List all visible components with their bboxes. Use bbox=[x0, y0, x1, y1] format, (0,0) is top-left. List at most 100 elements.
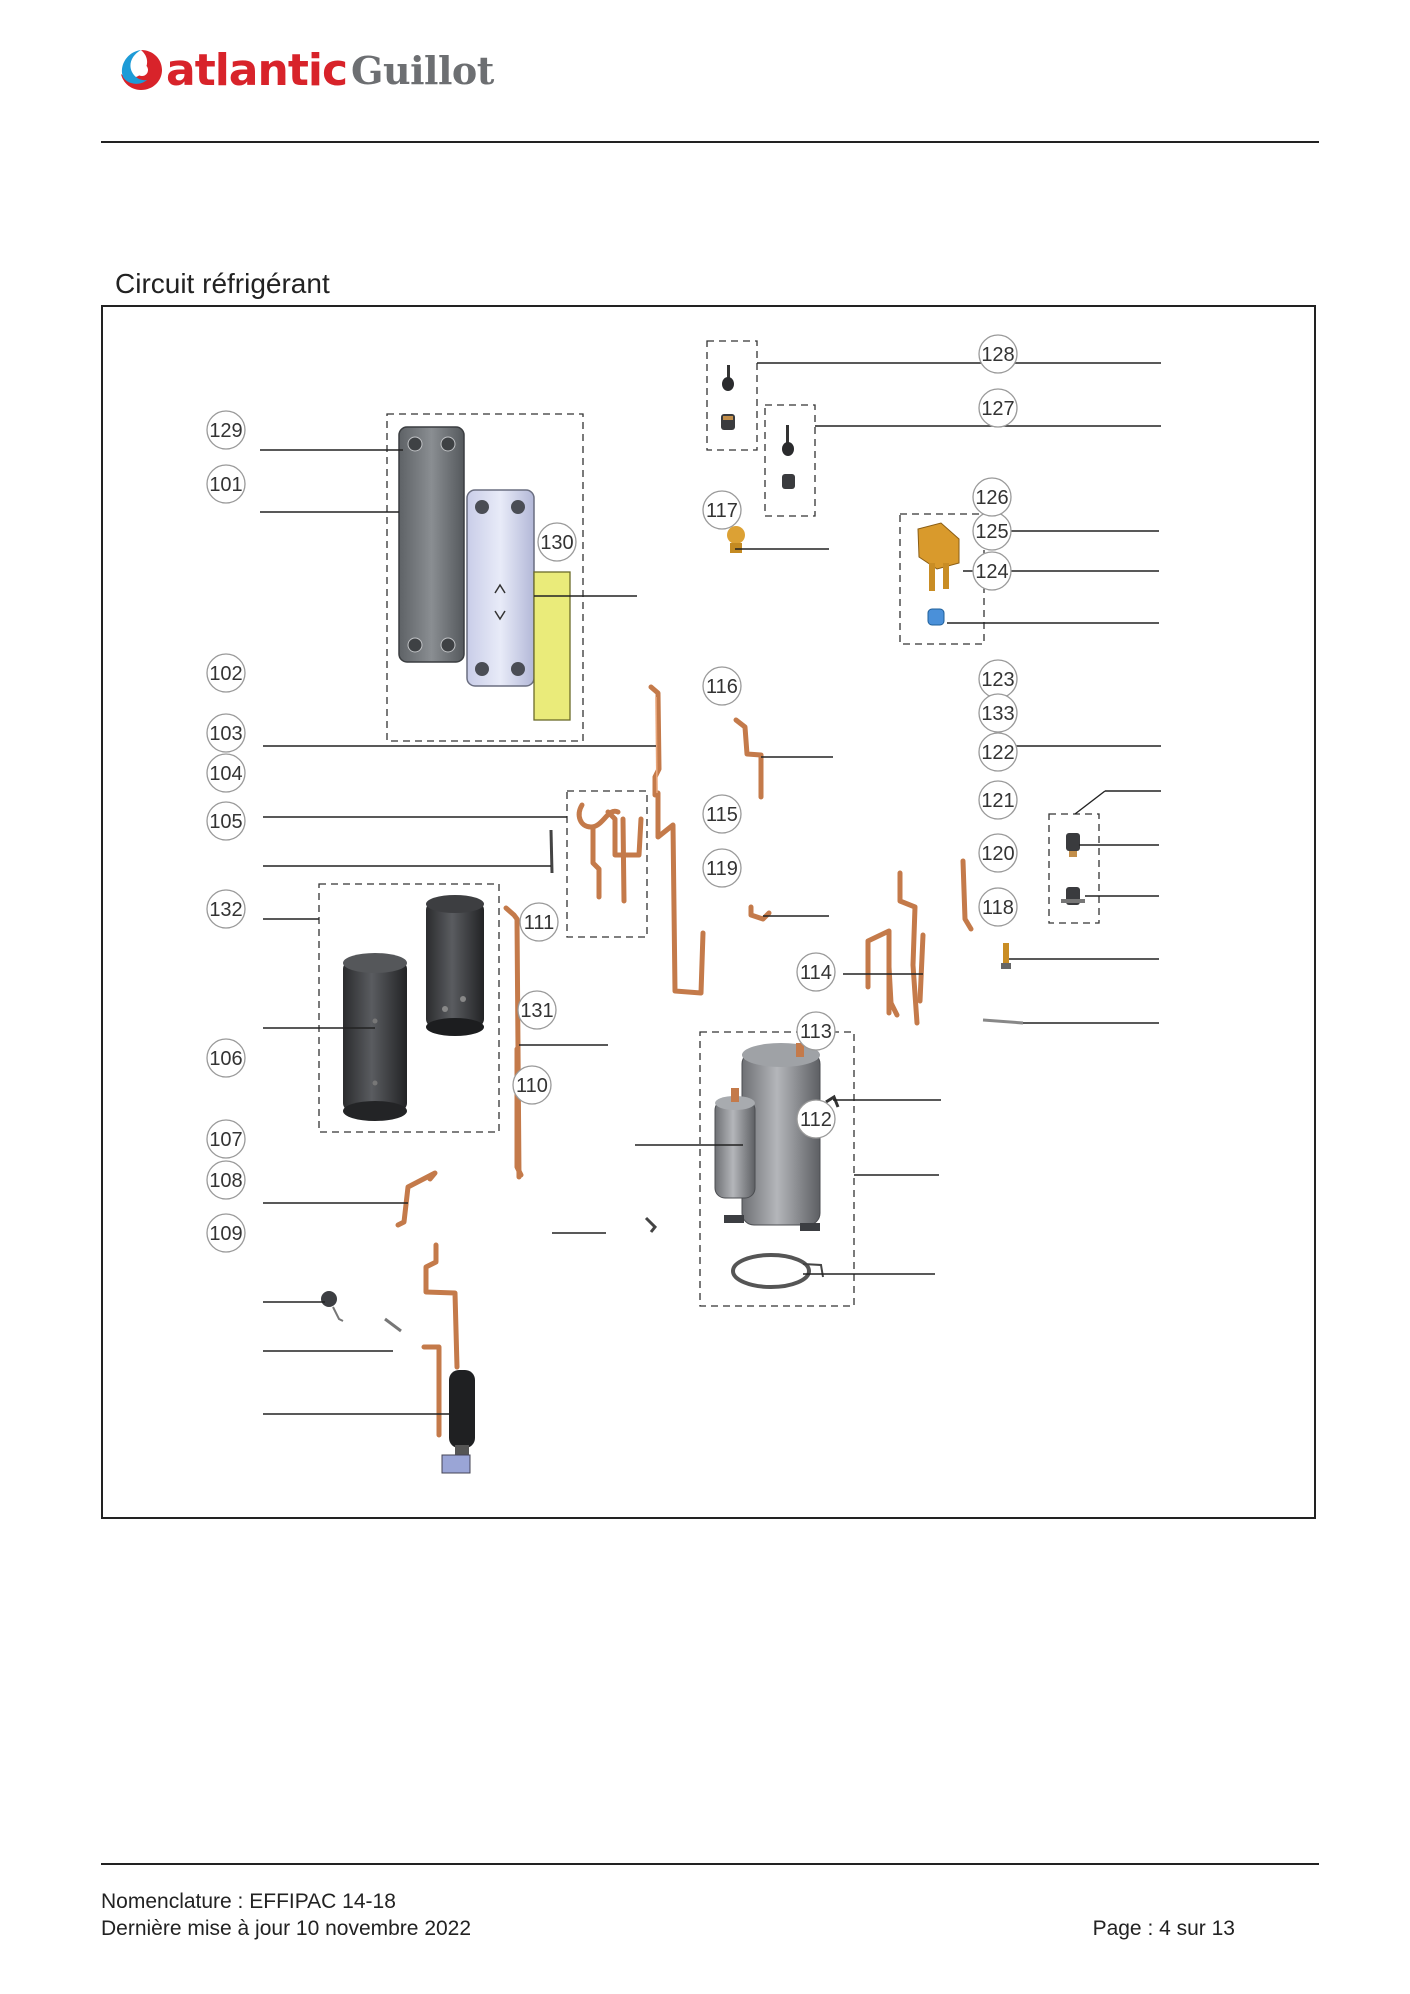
callout-102: 102 bbox=[206, 653, 246, 693]
svg-text:105: 105 bbox=[209, 811, 242, 833]
callout-108: 108 bbox=[206, 1160, 246, 1200]
callout-107: 107 bbox=[206, 1119, 246, 1159]
callout-113: 113 bbox=[796, 1011, 836, 1051]
callout-125: 125 bbox=[972, 511, 1012, 551]
group-box-compressor bbox=[699, 1031, 855, 1307]
plate-heat-exchanger-light bbox=[466, 489, 535, 687]
group-box-right-fittings bbox=[1048, 813, 1100, 924]
callout-130: 130 bbox=[537, 522, 577, 562]
callout-112: 112 bbox=[796, 1099, 836, 1139]
svg-text:109: 109 bbox=[209, 1223, 242, 1245]
svg-text:115: 115 bbox=[706, 804, 738, 826]
svg-text:110: 110 bbox=[516, 1075, 548, 1097]
compressor-fitting bbox=[825, 1094, 840, 1108]
group-box-127 bbox=[764, 404, 816, 517]
svg-text:116: 116 bbox=[706, 676, 738, 698]
section-title: Circuit réfrigérant bbox=[115, 268, 330, 299]
valve-117 bbox=[727, 526, 745, 553]
svg-text:125: 125 bbox=[975, 521, 1008, 543]
header-divider bbox=[101, 141, 1319, 143]
svg-text:113: 113 bbox=[800, 1021, 832, 1043]
callout-123: 123 bbox=[978, 659, 1018, 699]
footer-page-number: Page : 4 sur 13 bbox=[1092, 1917, 1235, 1940]
callout-119: 119 bbox=[702, 848, 742, 888]
group-box-heat-exchanger bbox=[386, 413, 584, 742]
svg-text:108: 108 bbox=[209, 1170, 242, 1192]
callout-109: 109 bbox=[206, 1213, 246, 1253]
brand-name-secondary: Guillot bbox=[351, 47, 494, 93]
logo-mark-icon bbox=[118, 47, 164, 93]
svg-text:133: 133 bbox=[981, 703, 1014, 725]
svg-text:126: 126 bbox=[975, 487, 1008, 509]
svg-text:106: 106 bbox=[209, 1048, 242, 1070]
copper-pipes bbox=[395, 684, 974, 1438]
callout-110: 110 bbox=[512, 1065, 552, 1105]
brand-name-primary: atlantic bbox=[166, 44, 348, 96]
footer-nomenclature: Nomenclature : EFFIPAC 14-18 bbox=[101, 1890, 396, 1913]
probe-small bbox=[384, 1317, 402, 1333]
svg-text:132: 132 bbox=[209, 899, 242, 921]
callout-105: 105 bbox=[206, 801, 246, 841]
svg-text:103: 103 bbox=[209, 723, 242, 745]
callout-129: 129 bbox=[206, 410, 246, 450]
svg-text:114: 114 bbox=[800, 962, 832, 984]
svg-text:117: 117 bbox=[706, 500, 738, 522]
sensor-104 bbox=[549, 829, 554, 874]
diagram-canvas: 101 102 103 104 105 106 107 108 109 110 … bbox=[206, 334, 1161, 1474]
svg-text:128: 128 bbox=[981, 344, 1014, 366]
svg-text:101: 101 bbox=[209, 474, 242, 496]
svg-text:112: 112 bbox=[800, 1109, 832, 1131]
compressor-112 bbox=[714, 1043, 821, 1231]
crankcase-heater-ring bbox=[731, 1253, 811, 1289]
svg-text:129: 129 bbox=[209, 420, 242, 442]
svg-text:120: 120 bbox=[981, 843, 1014, 865]
fitting-127 bbox=[782, 425, 795, 489]
callout-104: 104 bbox=[206, 753, 246, 793]
callout-114: 114 bbox=[796, 952, 836, 992]
svg-text:130: 130 bbox=[540, 532, 573, 554]
callout-101: 101 bbox=[206, 464, 246, 504]
callout-128: 128 bbox=[978, 334, 1018, 374]
svg-text:123: 123 bbox=[981, 669, 1014, 691]
refrigerant-circuit-diagram: 101 102 103 104 105 106 107 108 109 110 … bbox=[101, 305, 1316, 1519]
callout-131: 131 bbox=[517, 990, 557, 1030]
tank-132 bbox=[426, 895, 484, 1036]
coil-blue bbox=[927, 608, 945, 626]
callout-122: 122 bbox=[978, 732, 1018, 772]
svg-text:124: 124 bbox=[975, 561, 1008, 583]
svg-text:122: 122 bbox=[981, 742, 1014, 764]
svg-text:121: 121 bbox=[981, 790, 1014, 812]
callout-106: 106 bbox=[206, 1038, 246, 1078]
group-box-tanks bbox=[318, 883, 500, 1133]
callout-127: 127 bbox=[978, 388, 1018, 428]
callout-111: 111 bbox=[519, 902, 559, 942]
fitting-right-top bbox=[1061, 833, 1085, 905]
svg-text:119: 119 bbox=[706, 858, 738, 880]
callout-120: 120 bbox=[978, 833, 1018, 873]
screw-small bbox=[644, 1216, 658, 1233]
callout-116: 116 bbox=[702, 666, 742, 706]
svg-text:107: 107 bbox=[209, 1129, 242, 1151]
callout-124: 124 bbox=[972, 551, 1012, 591]
svg-text:102: 102 bbox=[209, 663, 242, 685]
sensor-118 bbox=[1001, 943, 1011, 969]
group-box-pipe-105 bbox=[566, 790, 648, 938]
svg-text:104: 104 bbox=[209, 763, 242, 785]
tank-106 bbox=[343, 953, 407, 1121]
plate-heat-exchanger-101 bbox=[398, 426, 465, 663]
footer-divider bbox=[101, 1863, 1319, 1865]
pressure-switch bbox=[321, 1291, 344, 1322]
leader-lines bbox=[260, 362, 1161, 1415]
fitting-128-top bbox=[721, 365, 735, 430]
group-box-128 bbox=[706, 340, 758, 451]
callout-133: 133 bbox=[978, 693, 1018, 733]
footer-updated: Dernière mise à jour 10 novembre 2022 bbox=[101, 1917, 472, 1940]
callout-117: 117 bbox=[702, 490, 742, 530]
insulation-pad-130 bbox=[533, 571, 571, 721]
svg-text:131: 131 bbox=[520, 1000, 553, 1022]
svg-text:127: 127 bbox=[981, 398, 1014, 420]
callout-115: 115 bbox=[702, 794, 742, 834]
svg-text:118: 118 bbox=[982, 897, 1014, 919]
receiver-tank bbox=[441, 1370, 475, 1474]
four-way-valve-124 bbox=[917, 522, 960, 591]
